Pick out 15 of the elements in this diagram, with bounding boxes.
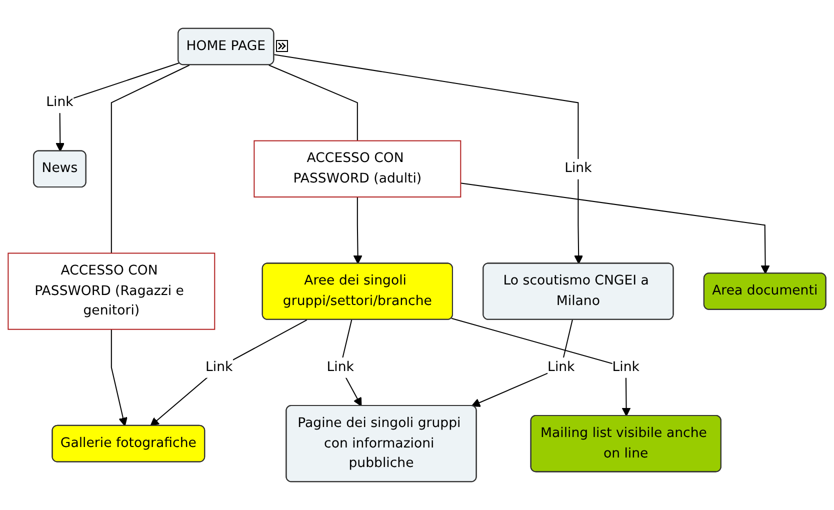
edge-label: Link [612,360,640,375]
node-box: ACCESSO CON PASSWORD (adulti) [254,140,462,198]
edge-label: Link [205,360,233,375]
node-box: ACCESSO CON PASSWORD (Ragazzi e genitori) [8,252,216,330]
edge-label: Link [46,94,74,110]
connector [268,64,358,141]
edge-label: Link [564,160,592,176]
arrow [460,182,770,274]
arrow [110,329,128,426]
arrow [150,319,308,426]
edge-label: Link [326,360,354,375]
arrow [274,54,584,264]
arrow [353,197,362,264]
connector [110,64,190,254]
edge-label: Link [548,360,575,375]
